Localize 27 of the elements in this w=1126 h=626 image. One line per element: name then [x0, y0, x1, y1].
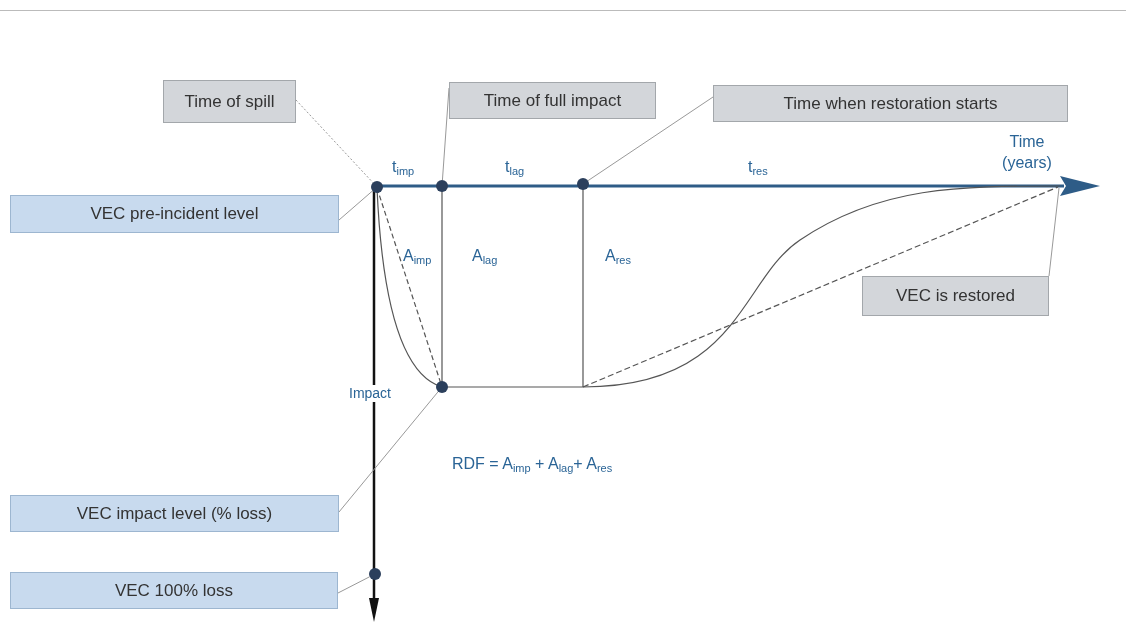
leader-line: [338, 190, 373, 221]
duration-label: t$_{lag}$: [505, 158, 525, 178]
leader-line: [295, 99, 374, 184]
point-marker: [369, 568, 381, 580]
callout-box: Time of spill: [163, 80, 296, 123]
point-marker: [577, 178, 589, 190]
callout-box: VEC impact level (% loss): [10, 495, 339, 532]
point-marker: [371, 181, 383, 193]
area-label: A$_{imp}$: [403, 247, 432, 267]
axis-title: Impact: [349, 385, 391, 403]
leader-line: [338, 391, 439, 513]
point-marker: [436, 180, 448, 192]
callout-box: VEC is restored: [862, 276, 1049, 316]
leader-line: [337, 576, 371, 594]
leader-line: [1048, 187, 1060, 277]
formula-text: RDF = A$_{imp}$ + A$_{lag}$+ A$_{res}$: [452, 455, 613, 475]
area-label: A$_{lag}$: [472, 247, 498, 267]
callout-box: Time when restoration starts: [713, 85, 1068, 122]
area-label: A$_{res}$: [605, 247, 631, 267]
duration-label: t$_{res}$: [748, 158, 768, 178]
leader-line: [587, 96, 714, 182]
axis-title: Time (years): [1001, 132, 1053, 173]
callout-box: VEC pre-incident level: [10, 195, 339, 233]
callout-box: Time of full impact: [449, 82, 656, 119]
callout-box: VEC 100% loss: [10, 572, 338, 609]
point-marker: [436, 381, 448, 393]
duration-label: t$_{imp}$: [392, 158, 415, 178]
